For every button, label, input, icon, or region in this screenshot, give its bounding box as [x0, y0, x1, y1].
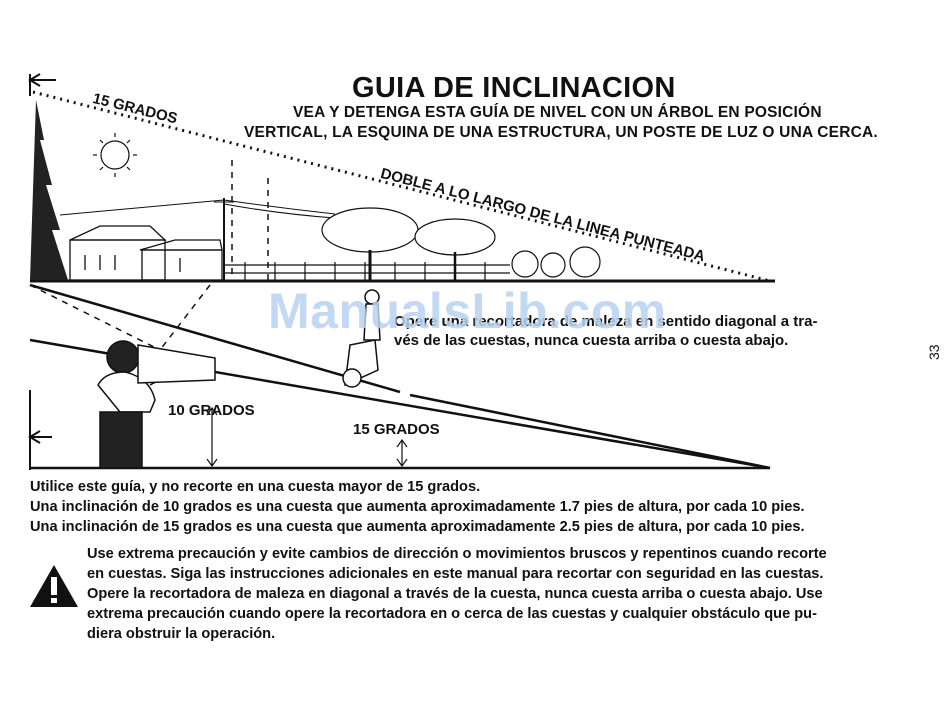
- warning-line: en cuestas. Siga las instrucciones adici…: [87, 566, 823, 582]
- warning-line: diera obstruir la operación.: [87, 626, 275, 642]
- body-line: Una inclinación de 15 grados es una cues…: [30, 519, 805, 535]
- subtitle-line: VEA Y DETENGA ESTA GUÍA DE NIVEL CON UN …: [293, 104, 822, 122]
- body-line: Utilice este guía, y no recorte en una c…: [30, 479, 480, 495]
- page-number: 33: [926, 344, 942, 360]
- warning-triangle-icon: [28, 563, 80, 609]
- body-line: Una inclinación de 10 grados es una cues…: [30, 499, 805, 515]
- angle-15-label: 15 GRADOS: [353, 421, 440, 438]
- subtitle-line: VERTICAL, LA ESQUINA DE UNA ESTRUCTURA, …: [244, 124, 878, 142]
- sun-icon: [93, 133, 137, 177]
- warning-line: extrema precaución cuando opere la recor…: [87, 606, 817, 622]
- warning-line: Opere la recortadora de maleza en diagon…: [87, 586, 823, 602]
- watermark: ManualsLib.com: [268, 282, 667, 340]
- tree-icon: [30, 100, 68, 280]
- angle-10-label: 10 GRADOS: [168, 402, 255, 419]
- page-title: GUIA DE INCLINACION: [352, 72, 676, 105]
- house-icon: [70, 226, 222, 280]
- warning-line: Use extrema precaución y evite cambios d…: [87, 546, 827, 562]
